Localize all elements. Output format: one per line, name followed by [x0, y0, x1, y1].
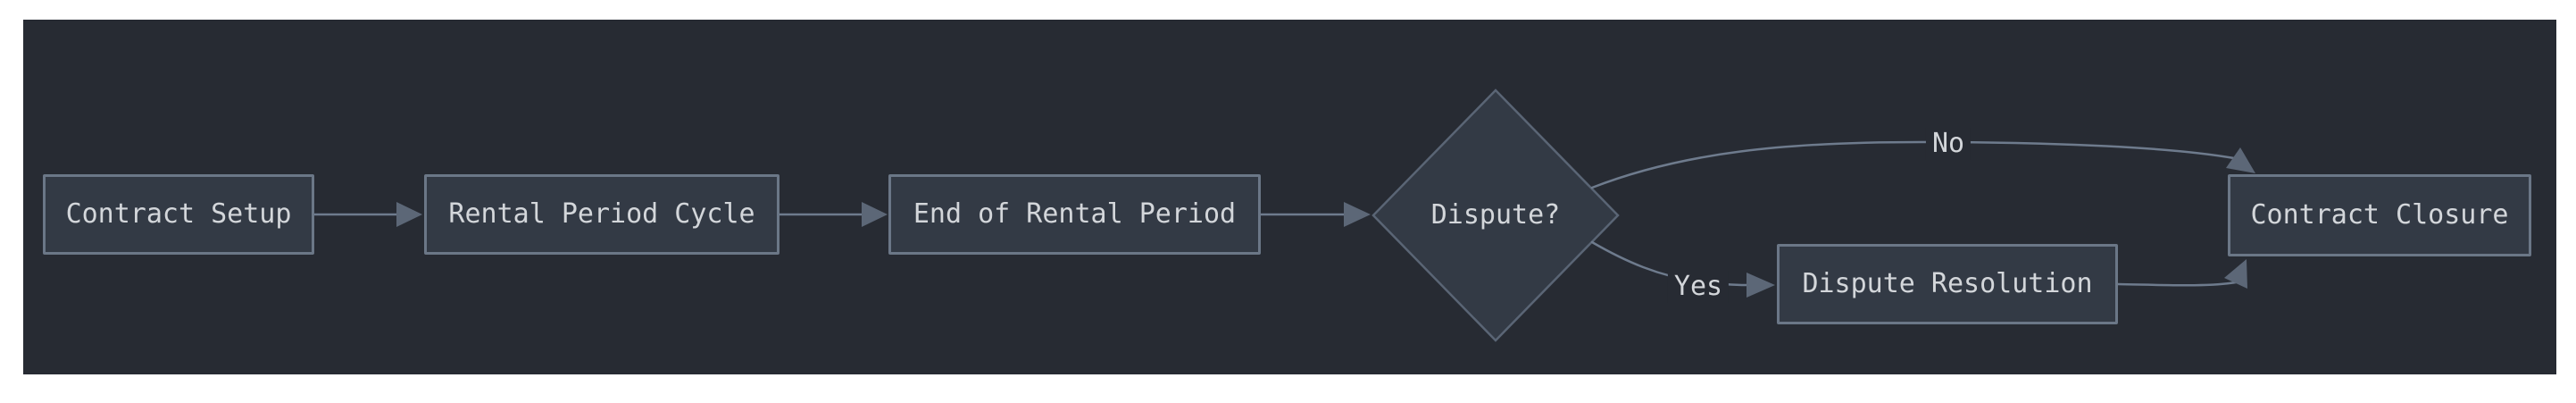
- node-dispute-resolution: Dispute Resolution: [1777, 244, 2118, 324]
- node-label: Contract Closure: [2250, 199, 2509, 231]
- flowchart-canvas: Contract Closure --> Dispute Resolution …: [23, 20, 2556, 374]
- edge-label-no: No: [1925, 128, 1972, 160]
- node-label: Contract Setup: [65, 198, 292, 230]
- node-rental-period-cycle: Rental Period Cycle: [424, 174, 779, 255]
- node-label: Dispute?: [1430, 199, 1561, 231]
- arrowhead-icon: [2226, 147, 2255, 173]
- node-label: Dispute Resolution: [1802, 268, 2093, 299]
- edges-layer: Contract Closure --> Dispute Resolution …: [313, 88, 2255, 342]
- arrowhead-icon: [1344, 202, 1371, 227]
- edge-label-yes: Yes: [1667, 271, 1730, 303]
- arrowhead-icon: [862, 202, 888, 227]
- node-dispute-decision: Dispute?: [1406, 197, 1585, 233]
- node-contract-setup: Contract Setup: [43, 174, 314, 255]
- edge-dispute-no-to-contract-closure: [1590, 140, 2236, 189]
- node-end-of-rental-period: End of Rental Period: [888, 174, 1261, 255]
- decision-node-shape: [1371, 88, 1620, 342]
- node-label: Rental Period Cycle: [448, 198, 755, 230]
- arrowhead-icon: [2224, 259, 2247, 289]
- arrowhead-icon: [1747, 273, 1775, 298]
- node-contract-closure: Contract Closure: [2228, 174, 2531, 256]
- arrowhead-icon: [396, 202, 422, 227]
- edge-dispute-resolution-to-contract-closure: [2116, 281, 2238, 287]
- node-label: End of Rental Period: [913, 198, 1237, 230]
